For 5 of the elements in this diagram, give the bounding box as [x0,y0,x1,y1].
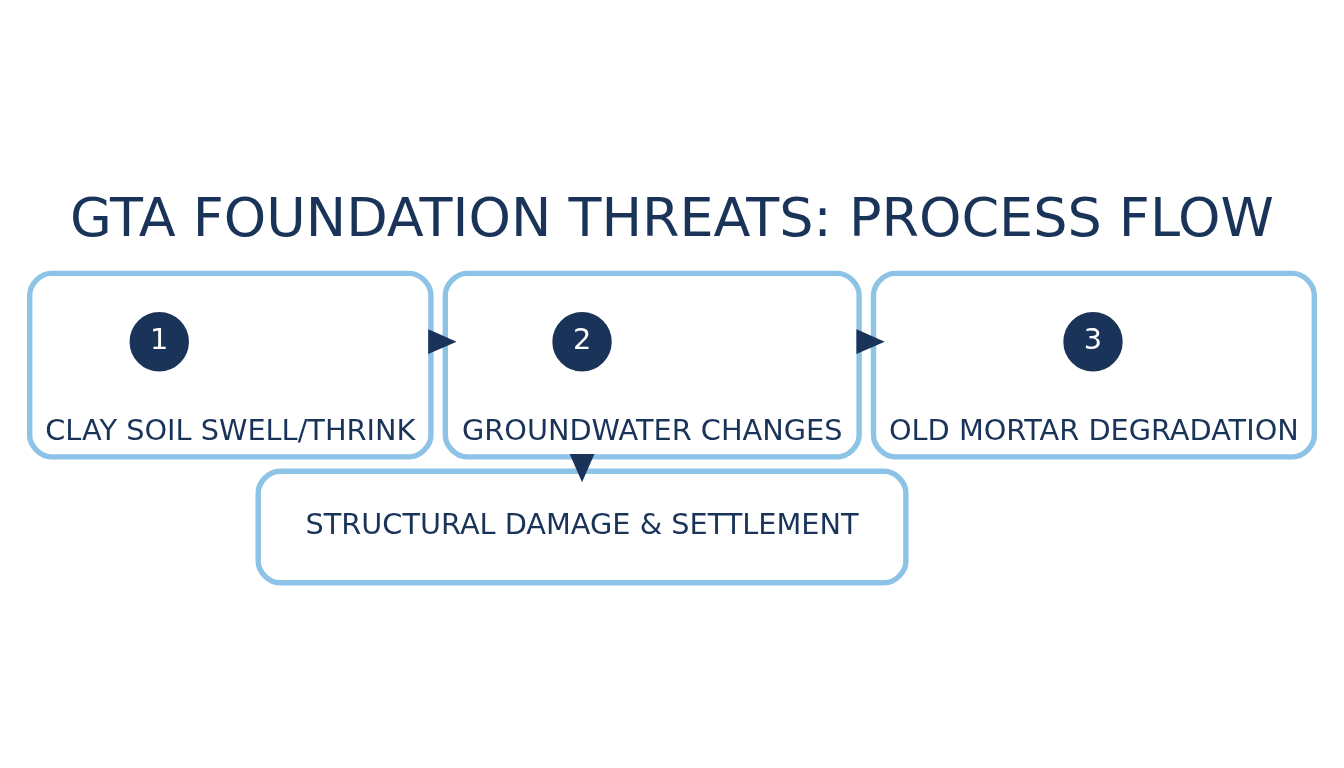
node-circle: 1 [129,312,189,372]
diagram-title: GTA FOUNDATION THREATS: PROCESS FLOW [70,185,1274,249]
node-box: STRUCTURAL DAMAGE & SETTLEMENT [255,468,909,586]
node-circle: 3 [1063,312,1123,372]
node-circle: 2 [552,312,612,372]
